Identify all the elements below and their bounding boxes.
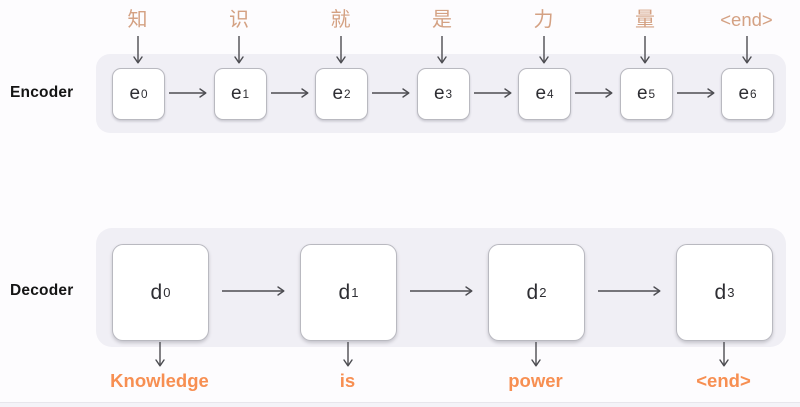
down-arrow-icon [233, 35, 245, 64]
decoder-label: Decoder [10, 282, 74, 299]
right-arrow-icon [221, 285, 285, 297]
unit-subscript: 1 [242, 87, 250, 101]
unit-base-label: e [332, 83, 344, 104]
down-arrow-icon [639, 35, 651, 64]
down-arrow-icon [335, 35, 347, 64]
down-arrow-icon [741, 35, 753, 64]
unit-subscript: 4 [547, 87, 554, 101]
unit-base-label: e [433, 83, 445, 104]
output-token: Knowledge [110, 370, 209, 391]
unit-base-label: e [636, 83, 648, 104]
output-token: power [508, 370, 563, 391]
input-token: 识 [229, 9, 249, 31]
unit-subscript: 3 [445, 87, 453, 101]
unit-base-label: e [230, 83, 242, 104]
right-arrow-icon [409, 285, 473, 297]
unit-subscript: 1 [351, 285, 359, 300]
input-token: 知 [127, 9, 148, 31]
right-arrow-icon [675, 87, 715, 99]
unit-subscript: 2 [344, 87, 351, 101]
output-token: is [339, 370, 356, 391]
right-arrow-icon [371, 87, 410, 99]
down-arrow-icon [342, 341, 354, 367]
input-token: 是 [432, 9, 452, 31]
unit-subscript: 2 [539, 285, 547, 300]
down-arrow-icon [132, 35, 144, 64]
unit-base-label: e [129, 83, 141, 104]
encoder-label: Encoder [10, 84, 74, 101]
down-arrow-icon [530, 341, 542, 367]
right-arrow-icon [269, 87, 309, 99]
down-arrow-icon [154, 341, 166, 367]
right-arrow-icon [472, 87, 512, 99]
unit-base-label: e [738, 83, 750, 104]
unit-subscript: 5 [648, 87, 656, 101]
unit-base-label: e [535, 83, 547, 104]
unit-subscript: 3 [727, 285, 735, 300]
input-token: 力 [533, 9, 554, 31]
unit-base-label: d [526, 280, 539, 304]
input-token: <end> [720, 9, 773, 30]
decoder-panel [96, 228, 786, 347]
unit-subscript: 0 [163, 285, 171, 300]
input-token: 就 [330, 9, 351, 31]
unit-base-label: d [714, 280, 727, 304]
unit-base-label: d [150, 280, 163, 304]
down-arrow-icon [538, 35, 550, 64]
right-arrow-icon [574, 87, 613, 99]
page-bottom-divider [0, 402, 800, 407]
unit-subscript: 0 [141, 87, 148, 101]
input-token: 量 [635, 9, 655, 31]
right-arrow-icon [168, 87, 207, 99]
unit-base-label: d [338, 280, 351, 304]
right-arrow-icon [597, 285, 661, 297]
output-token: <end> [696, 370, 751, 391]
down-arrow-icon [436, 35, 448, 64]
unit-subscript: 6 [750, 87, 757, 101]
down-arrow-icon [718, 341, 730, 367]
